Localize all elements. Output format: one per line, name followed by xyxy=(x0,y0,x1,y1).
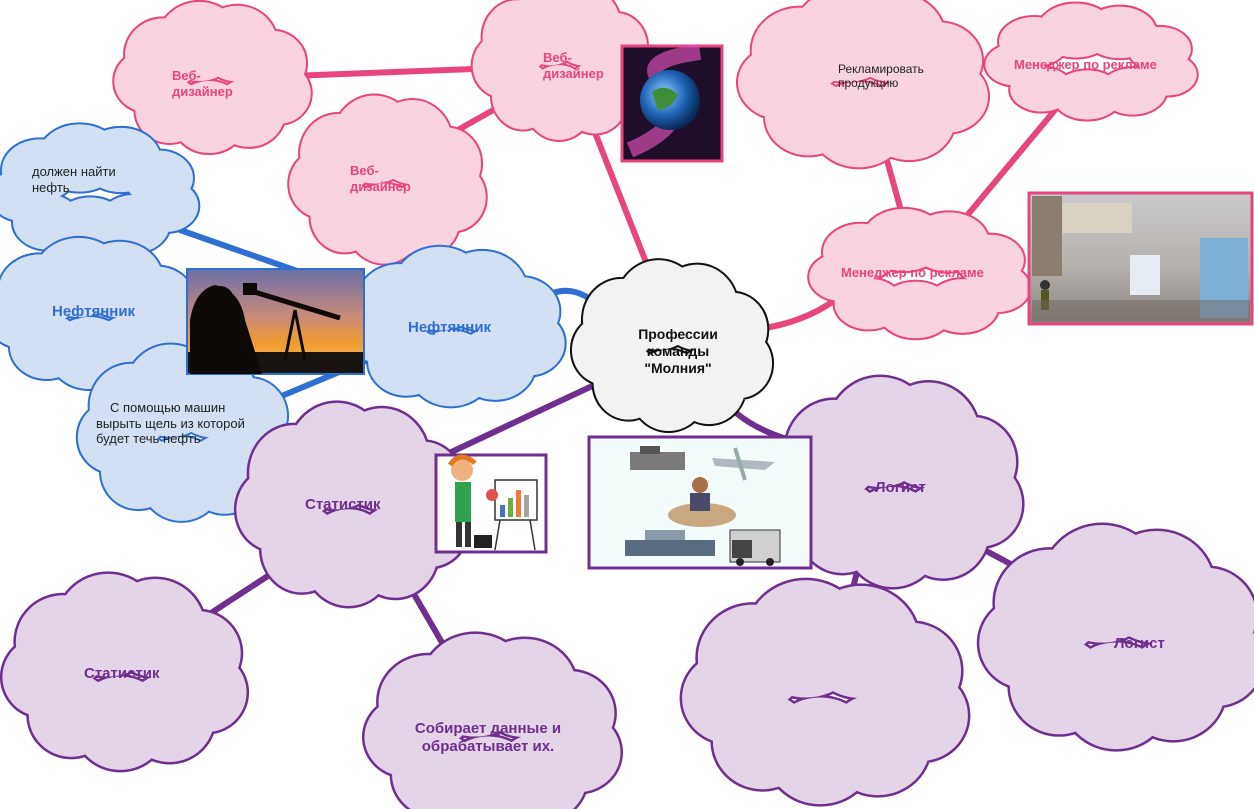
cloud-ads-task-fill xyxy=(737,0,989,168)
cloud-logistician-right-fill xyxy=(979,524,1254,750)
web-designer-main-line-1: Веб- xyxy=(543,50,572,65)
statistician-task-line-2: обрабатывает их. xyxy=(421,738,555,755)
center-cloud-shape-fill xyxy=(571,260,773,432)
cloud-statistician-lower-fill xyxy=(2,573,247,770)
central-topic-cloud[interactable] xyxy=(569,258,775,433)
connector-web-center xyxy=(587,117,658,288)
statistician-image xyxy=(434,453,548,554)
connector-web-left xyxy=(287,65,503,79)
central-topic-line-1: Профессии xyxy=(638,326,718,342)
oil-task2-line-1: С помощью машин xyxy=(110,400,226,415)
ads-task-line-2: продукцию xyxy=(838,76,899,91)
cloud-ads-manager-topright[interactable] xyxy=(983,1,1199,122)
web-designer-main-line-2: дизайнер xyxy=(543,65,604,81)
logistician-main-label: Логист xyxy=(875,479,926,496)
logistics-image xyxy=(587,435,813,570)
cloud-web-designer-lower[interactable] xyxy=(287,93,488,266)
oil-worker-main-label: Нефтянник xyxy=(408,319,492,336)
cloud-logistician-main-fill xyxy=(771,376,1023,588)
cloud-web-designer-left[interactable] xyxy=(112,0,313,156)
oil-task2-line-2: вырыть щель из которой xyxy=(96,415,245,431)
oil-worker-left-label: Нефтянник xyxy=(52,303,136,320)
cloud-ads-manager-topright-fill xyxy=(985,3,1197,120)
web-designer-lower-label: Веб- дизайнер xyxy=(350,163,411,194)
statistician-lower-label: Статистик xyxy=(84,665,160,682)
cloud-logistician-empty[interactable] xyxy=(679,577,971,807)
cloud-statistician-main[interactable] xyxy=(233,400,472,609)
connector-ads-topright xyxy=(952,107,1058,233)
cloud-web-designer-main[interactable] xyxy=(470,0,654,142)
cloud-ads-task[interactable] xyxy=(735,0,991,170)
central-topic-label: Профессии команды "Молния" xyxy=(613,326,743,376)
web-designer-left-line-1: Веб- xyxy=(172,68,201,83)
cloud-oil-task2[interactable] xyxy=(75,342,295,523)
cloud-oil-task1[interactable] xyxy=(0,122,201,261)
cloud-ads-manager-main[interactable] xyxy=(807,206,1032,341)
oil-task2-line-3: будет течь нефть xyxy=(96,431,201,447)
cloud-logistician-right[interactable] xyxy=(976,521,1254,752)
web-designer-lower-line-2: дизайнер xyxy=(350,178,411,194)
cloud-logistician-empty-fill xyxy=(682,580,968,805)
oil-task1-label: должен найти нефть xyxy=(32,164,116,195)
cloud-ads-manager-main-fill xyxy=(809,208,1030,339)
cloud-oil-worker-main[interactable] xyxy=(342,244,567,409)
connector-stat-center xyxy=(442,377,608,458)
oil-pump-image xyxy=(186,268,365,375)
cloud-statistician-task-fill xyxy=(364,633,621,809)
cloud-oil-task2-fill xyxy=(77,344,293,521)
cloud-web-designer-main-fill xyxy=(472,0,652,140)
ads-task-line-1: Рекламировать xyxy=(838,62,924,76)
ads-task-label: Рекламировать продукцию xyxy=(838,62,924,91)
cloud-statistician-main-fill xyxy=(236,402,469,606)
cloud-web-designer-lower-fill xyxy=(289,95,486,264)
logistician-right-label: Логист xyxy=(1114,635,1165,652)
cloud-logistician-main[interactable] xyxy=(769,374,1025,590)
oil-task2-label: С помощью машин вырыть щель из которой б… xyxy=(96,400,245,447)
ads-manager-topright-label: Менеджер по рекламе xyxy=(1014,57,1157,72)
cloud-oil-task1-fill xyxy=(0,124,199,259)
web-designer-main-label: Веб- дизайнер xyxy=(543,50,604,81)
statistician-task-line-1: Собирает данные и xyxy=(414,720,562,737)
web-designer-left-line-2: дизайнер xyxy=(172,83,233,99)
cloud-oil-worker-main-fill xyxy=(344,246,565,407)
central-topic-line-2: команды xyxy=(646,342,710,359)
cloud-statistician-lower[interactable] xyxy=(0,571,250,773)
web-designer-left-label: Веб- дизайнер xyxy=(172,68,233,99)
statistician-main-label: Статистик xyxy=(305,496,381,513)
statistician-task-label: Собирает данные и обрабатывает их. xyxy=(398,720,578,756)
cloud-web-designer-left-fill xyxy=(114,1,311,154)
center-cloud-shape[interactable] xyxy=(569,258,775,433)
web-designer-lower-line-1: Веб- xyxy=(350,163,379,178)
web-globe-image xyxy=(620,44,724,163)
cloud-statistician-task[interactable] xyxy=(361,631,624,809)
ads-manager-main-label: Менеджер по рекламе xyxy=(841,265,984,280)
advertising-street-image xyxy=(1027,191,1254,326)
central-topic-line-3: "Молния" xyxy=(644,359,712,376)
oil-task1-line-2: нефть xyxy=(32,179,70,195)
oil-task1-line-1: должен найти xyxy=(32,164,116,179)
